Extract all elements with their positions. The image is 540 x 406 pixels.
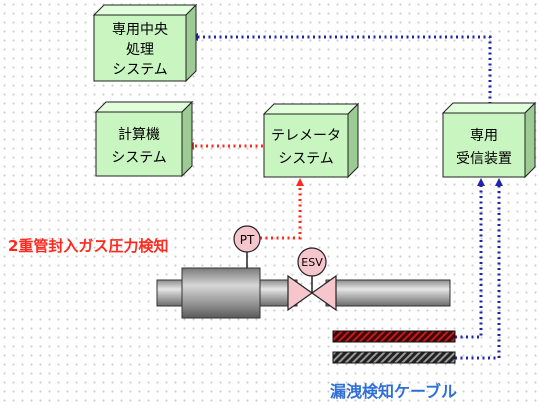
telemeter-system-box: テレメータ システム: [262, 102, 360, 179]
connectors: [186, 33, 503, 360]
telemeter-box-line-1: テレメータ: [271, 128, 341, 144]
connector-pt-to-telemeter: [260, 178, 304, 240]
inner-pipe-right: [325, 279, 451, 307]
pt-gauge-icon: [233, 225, 261, 253]
computer-box-line-1: 計算機: [118, 127, 160, 143]
computer-system-box: 計算機 システム: [94, 100, 194, 178]
double-pipe: [156, 267, 451, 319]
central-box-line-2: 処理: [126, 42, 154, 58]
central-processing-box: 専用中央 処理 システム: [92, 3, 198, 83]
receiver-device-box: 専用 受信装置: [441, 101, 537, 179]
connector-cable2-to-receiver: [455, 178, 503, 360]
esv-actuator-icon: [297, 247, 327, 277]
leak-cable-label: 漏洩検知ケーブル: [330, 382, 457, 401]
leak-cable-1: [332, 330, 456, 343]
receiver-box-line-1: 専用: [470, 128, 498, 144]
receiver-box-line-2: 受信装置: [456, 151, 512, 167]
pt-label: PT: [240, 233, 255, 247]
outer-pipe: [181, 267, 261, 319]
esv-label: ESV: [301, 256, 323, 269]
leak-cable-2: [332, 351, 456, 364]
pressure-detection-label: 2重管封入ガス圧力検知: [8, 237, 168, 255]
pressure-transmitter: PT: [233, 225, 261, 268]
connector-receiver-to-central: [190, 33, 492, 104]
central-box-line-3: システム: [112, 62, 168, 78]
telemeter-box-line-2: システム: [278, 151, 334, 167]
esv-valve: ESV: [287, 247, 337, 312]
central-box-line-1: 専用中央: [112, 22, 168, 38]
valve-body-icon: [287, 274, 314, 312]
connector-cable1-to-receiver: [455, 178, 485, 339]
computer-box-line-2: システム: [111, 150, 167, 166]
